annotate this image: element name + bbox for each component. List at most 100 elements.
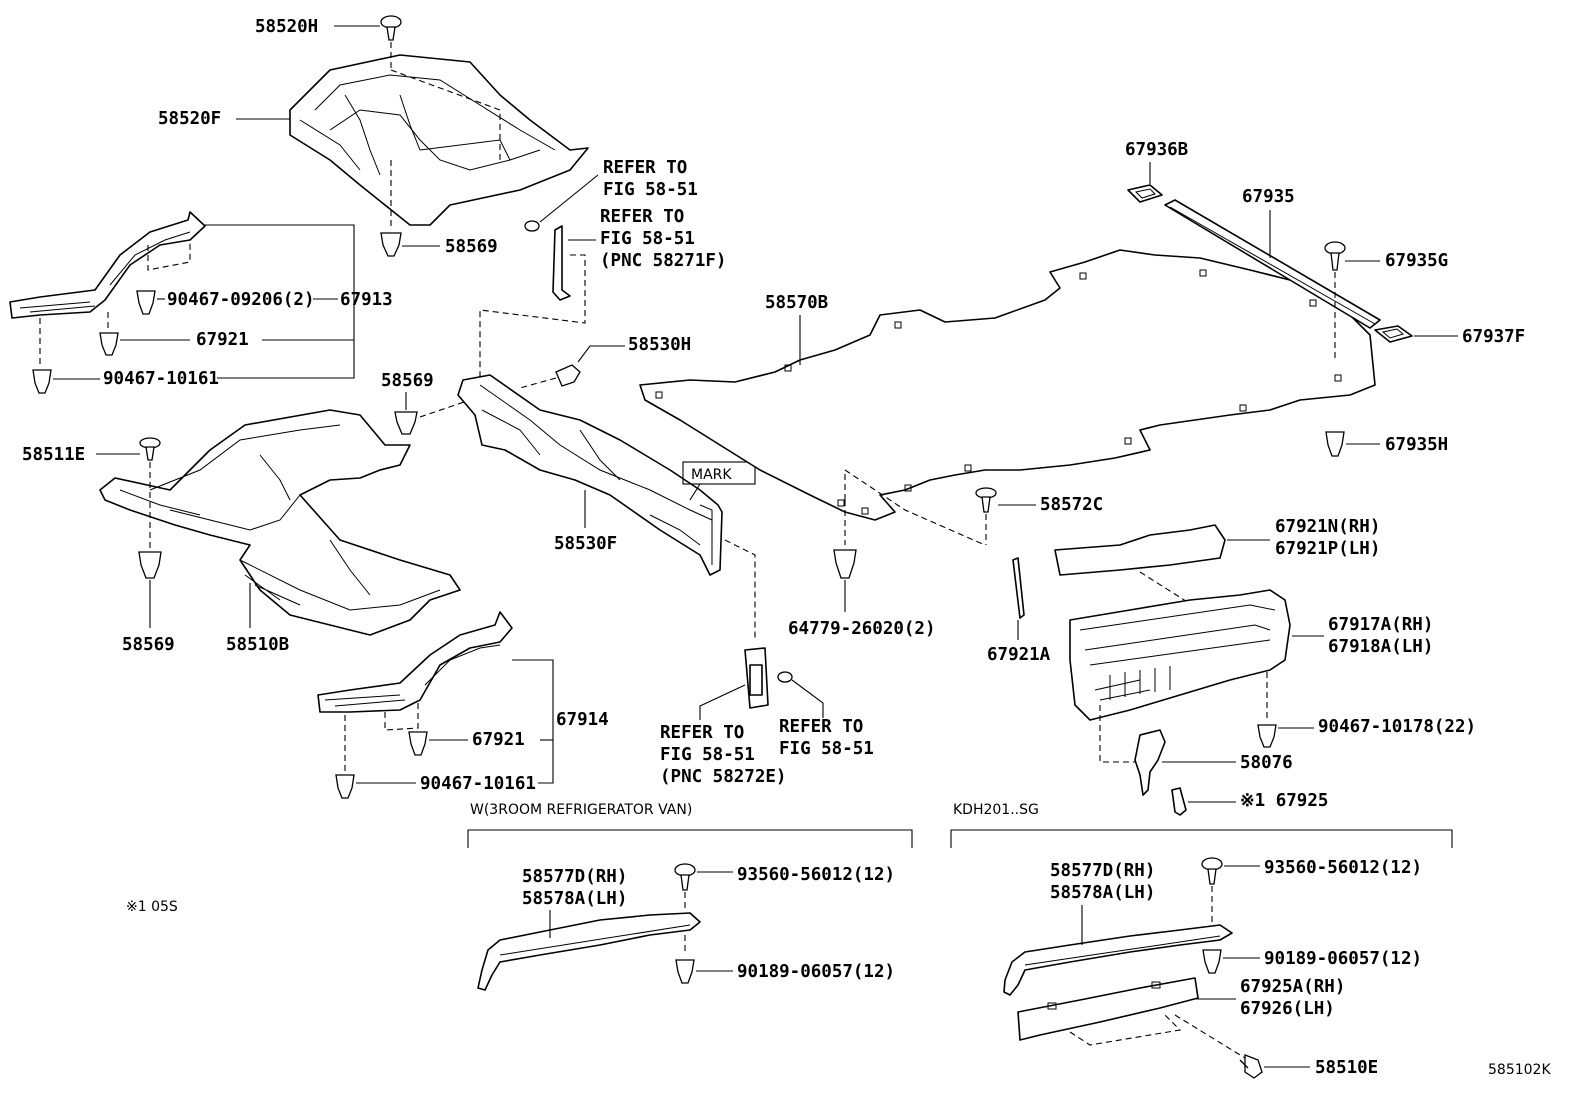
part-67917A-trim (1069, 589, 1291, 721)
label-kdh-58578A: 58578A(LH) (1050, 883, 1155, 903)
label-67921P: 67921P(LH) (1275, 539, 1380, 559)
part-67935-strip (1164, 199, 1381, 329)
clip-58530H (555, 364, 581, 387)
part-58570B-floor-board (639, 249, 1376, 521)
part-67925A-panel (1017, 977, 1199, 1041)
clip-90467-10161-b (335, 774, 355, 799)
footnote: ※1 05S (126, 899, 178, 915)
label-58530F: 58530F (554, 534, 617, 554)
part-67937F-pad (1374, 325, 1413, 343)
refer-note-2-line3: (PNC 58271F) (600, 251, 726, 271)
label-67935H: 67935H (1385, 435, 1448, 455)
label-58530H: 58530H (628, 335, 691, 355)
clip-90467-10178 (1257, 724, 1277, 748)
bolt-93560-van (674, 863, 696, 891)
clip-58572C (975, 487, 997, 513)
part-67936B-pad (1127, 184, 1163, 203)
label-kdh-90189: 90189-06057(12) (1264, 949, 1422, 969)
clip-90189-kdh (1202, 949, 1222, 974)
section-bracket-van (467, 829, 913, 848)
clip-90467-09206 (136, 290, 156, 315)
label-67917A: 67917A(RH) (1328, 615, 1433, 635)
label-van-58577D: 58577D(RH) (522, 867, 627, 887)
label-90467-10161-a: 90467-10161 (103, 369, 219, 389)
label-67921A: 67921A (987, 645, 1051, 665)
refer-note-3-line3: (PNC 58272E) (660, 767, 786, 787)
label-van-90189: 90189-06057(12) (737, 962, 895, 982)
label-58076: 58076 (1240, 753, 1293, 773)
label-67935G: 67935G (1385, 251, 1448, 271)
clip-58569-low (138, 551, 162, 579)
clip-58569-mid (394, 411, 418, 435)
refer-note-4-line2: FIG 58-51 (779, 739, 874, 759)
label-67921N: 67921N(RH) (1275, 517, 1380, 537)
label-kdh-58577D: 58577D(RH) (1050, 861, 1155, 881)
clip-refer-1 (524, 220, 540, 232)
figure-code: 585102K (1488, 1062, 1551, 1078)
part-58520F-floor-panel (289, 54, 589, 226)
clip-64779-26020 (833, 549, 857, 579)
section-label-kdh: KDH201..SG (953, 802, 1039, 818)
part-58530F-tunnel (457, 374, 723, 576)
part-58577D-kdh (1003, 924, 1233, 996)
label-90467-09206: 90467-09206(2) (167, 290, 315, 310)
refer-note-3-line1: REFER TO (660, 723, 744, 743)
label-67925: ※1 67925 (1240, 791, 1328, 811)
refer-note-3-line2: FIG 58-51 (660, 745, 755, 765)
bracket-refer-2 (552, 225, 571, 301)
label-58569-top: 58569 (445, 237, 498, 257)
label-van-58578A: 58578A(LH) (522, 889, 627, 909)
label-58510B: 58510B (226, 635, 289, 655)
label-58569-low: 58569 (122, 635, 175, 655)
label-67937F: 67937F (1462, 327, 1525, 347)
label-67913: 67913 (340, 290, 393, 310)
label-mark: MARK (691, 467, 732, 483)
label-67921-b: 67921 (472, 730, 525, 750)
label-67914: 67914 (556, 710, 609, 730)
refer-note-1-line2: FIG 58-51 (603, 180, 698, 200)
bolt-67935G (1324, 241, 1346, 271)
clip-67935H (1325, 431, 1345, 457)
clip-refer-4 (777, 671, 793, 683)
label-64779-26020: 64779-26020(2) (788, 619, 936, 639)
refer-note-4-line1: REFER TO (779, 717, 863, 737)
label-67935: 67935 (1242, 187, 1295, 207)
label-58511E: 58511E (22, 445, 85, 465)
label-90467-10178: 90467-10178(22) (1318, 717, 1476, 737)
label-58520H: 58520H (255, 17, 318, 37)
clip-90467-10161-a (32, 369, 52, 394)
label-67936B: 67936B (1125, 140, 1188, 160)
label-90467-10161-b: 90467-10161 (420, 774, 536, 794)
refer-note-1-line1: REFER TO (603, 158, 687, 178)
label-67921-a: 67921 (196, 330, 249, 350)
label-67918A: 67918A(LH) (1328, 637, 1433, 657)
mark-box (682, 461, 756, 485)
label-van-93560: 93560-56012(12) (737, 865, 895, 885)
label-kdh-93560: 93560-56012(12) (1264, 858, 1422, 878)
part-58577D-van (477, 912, 701, 991)
part-58076-clip (1134, 729, 1166, 796)
section-label-van: W(3ROOM REFRIGERATOR VAN) (470, 802, 692, 818)
clip-58520H (380, 15, 402, 41)
bracket-refer-3 (744, 647, 769, 709)
label-58572C: 58572C (1040, 495, 1103, 515)
refer-note-2-line2: FIG 58-51 (600, 229, 695, 249)
label-58570B: 58570B (765, 293, 828, 313)
part-67913-step-rail (9, 211, 206, 319)
label-58569-mid: 58569 (381, 371, 434, 391)
part-67925-clip (1171, 787, 1187, 816)
part-67921A-strip (1012, 557, 1025, 619)
part-67921N-panel (1054, 524, 1226, 576)
section-bracket-kdh (950, 829, 1453, 848)
label-67926: 67926(LH) (1240, 999, 1335, 1019)
label-58510E: 58510E (1315, 1058, 1378, 1078)
refer-note-2-line1: REFER TO (600, 207, 684, 227)
clip-58569-top (380, 232, 402, 257)
part-58510B-floor-panel (99, 409, 461, 636)
clip-58510E (1239, 1054, 1263, 1079)
label-67925A: 67925A(RH) (1240, 977, 1345, 997)
label-58520F: 58520F (158, 109, 221, 129)
clip-58511E (139, 437, 161, 461)
bolt-93560-kdh (1201, 857, 1223, 885)
